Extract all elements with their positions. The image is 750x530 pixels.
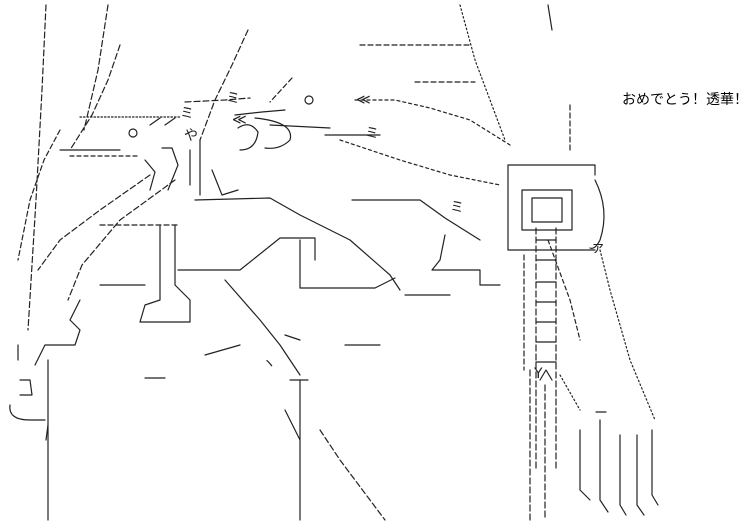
ascii-glyphs: ミ ミ や ≪ ≪ ミ ミ ァ ヽ Y	[180, 91, 605, 382]
svg-text:Y: Y	[533, 366, 543, 382]
svg-text:ミ: ミ	[365, 126, 379, 142]
svg-text:ァ: ァ	[591, 240, 605, 256]
celebration-caption: おめでとう！透華！	[622, 92, 748, 108]
hair-top	[79, 97, 292, 151]
svg-text:や: や	[184, 128, 198, 144]
holding-hand	[507, 104, 605, 251]
face-details	[59, 95, 314, 196]
fingers	[579, 411, 659, 516]
svg-text:≪: ≪	[232, 112, 247, 128]
svg-text:ヽ: ヽ	[262, 356, 276, 372]
sleeve	[269, 4, 553, 186]
body-outline	[9, 197, 656, 521]
hair-strands	[17, 4, 293, 331]
svg-text:ミ: ミ	[450, 200, 464, 216]
svg-text:≪: ≪	[356, 92, 371, 108]
svg-text:ミ: ミ	[226, 91, 240, 107]
svg-text:ミ: ミ	[180, 106, 194, 122]
hanging-chain	[523, 227, 557, 521]
